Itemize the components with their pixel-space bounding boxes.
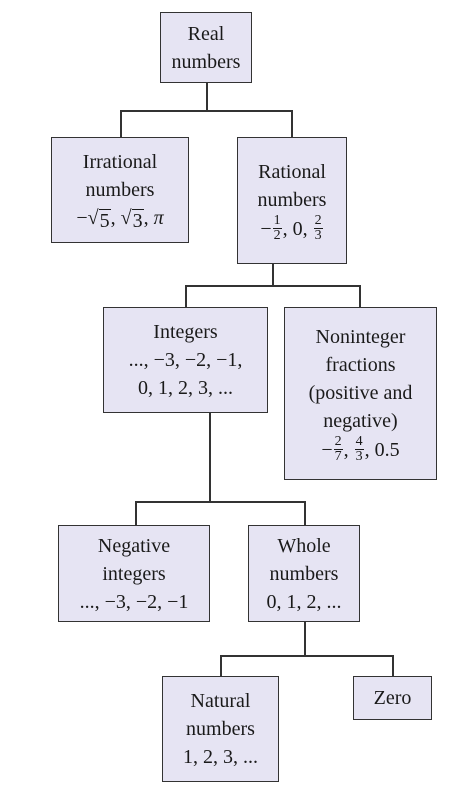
connector-to-integers xyxy=(185,285,187,308)
natural-line-2: numbers xyxy=(186,718,255,740)
connector-whole-branch xyxy=(220,655,393,657)
natural-line-3: 1, 2, 3, ... xyxy=(183,746,258,768)
sqrt-five: √5 xyxy=(87,207,111,232)
connector-rational-down xyxy=(272,263,274,285)
fraction-four-thirds: 4 3 xyxy=(354,434,364,464)
whole-line-2: numbers xyxy=(269,562,339,585)
noninteger-tail: , 0.5 xyxy=(364,438,400,461)
natural-numbers-box: Natural numbers 1, 2, 3, ... xyxy=(162,676,279,782)
noninteger-line-1: Noninteger xyxy=(315,326,406,348)
irrational-examples: − √5 , √3 , π xyxy=(76,204,163,232)
integers-line-3: 0, 1, 2, 3, ... xyxy=(138,377,233,399)
noninteger-fractions-box: Noninteger fractions (positive and negat… xyxy=(284,307,437,480)
real-line-2: numbers xyxy=(171,50,241,73)
irrational-line-2: numbers xyxy=(85,179,155,201)
integers-line-1: Integers xyxy=(153,321,218,343)
connector-to-negative xyxy=(135,501,137,525)
irrational-sep-2: , xyxy=(143,207,154,229)
connector-rational-branch xyxy=(185,285,360,287)
noninteger-minus: − xyxy=(321,438,333,461)
fraction-one-half: 1 2 xyxy=(272,213,282,243)
real-line-1: Real xyxy=(187,22,225,45)
negative-line-1: Negative xyxy=(97,534,171,557)
irrational-line-1: Irrational xyxy=(82,151,158,173)
integers-box: Integers ..., −3, −2, −1, 0, 1, 2, 3, ..… xyxy=(103,307,268,413)
fraction-two-sevenths: 2 7 xyxy=(333,434,343,464)
negative-line-3: ..., −3, −2, −1 xyxy=(79,590,189,613)
connector-to-whole xyxy=(304,501,306,525)
noninteger-sep: , xyxy=(343,438,354,461)
connector-whole-down xyxy=(304,622,306,655)
zero-box: Zero xyxy=(353,676,432,720)
connector-to-zero xyxy=(392,655,394,676)
connector-real-branch xyxy=(120,110,292,112)
rational-line-1: Rational xyxy=(258,161,326,183)
noninteger-examples: − 2 7 , 4 3 , 0.5 xyxy=(321,435,399,464)
natural-line-1: Natural xyxy=(190,690,251,712)
connector-to-natural xyxy=(220,655,222,676)
rational-examples: − 1 2 , 0, 2 3 xyxy=(260,214,323,243)
connector-to-noninteger xyxy=(359,285,361,308)
whole-numbers-box: Whole numbers 0, 1, 2, ... xyxy=(248,525,360,622)
irrational-sep-1: , xyxy=(110,207,121,229)
real-numbers-box: Real numbers xyxy=(160,12,252,83)
pi-symbol: π xyxy=(153,207,164,229)
connector-to-irrational xyxy=(120,110,122,137)
connector-integers-branch xyxy=(135,501,305,503)
rational-numbers-box: Rational numbers − 1 2 , 0, 2 3 xyxy=(237,137,347,264)
fraction-two-thirds: 2 3 xyxy=(313,213,323,243)
whole-line-3: 0, 1, 2, ... xyxy=(266,590,342,613)
noninteger-line-2: fractions xyxy=(325,354,396,376)
noninteger-line-4: negative) xyxy=(323,410,398,432)
zero-label: Zero xyxy=(373,687,412,709)
connector-integers-down xyxy=(209,413,211,501)
integers-line-2: ..., −3, −2, −1, xyxy=(128,349,243,371)
noninteger-line-3: (positive and xyxy=(308,382,413,404)
irrational-numbers-box: Irrational numbers − √5 , √3 , π xyxy=(51,137,189,243)
rational-minus: − xyxy=(260,217,272,240)
connector-real-down xyxy=(206,82,208,110)
negative-line-2: integers xyxy=(102,562,166,585)
connector-to-rational xyxy=(291,110,293,137)
rational-line-2: numbers xyxy=(257,189,327,211)
sqrt-three: √3 xyxy=(120,207,144,232)
rational-mid: , 0, xyxy=(282,217,313,240)
whole-line-1: Whole xyxy=(277,534,331,557)
negative-integers-box: Negative integers ..., −3, −2, −1 xyxy=(58,525,210,622)
irrational-minus: − xyxy=(76,207,88,229)
